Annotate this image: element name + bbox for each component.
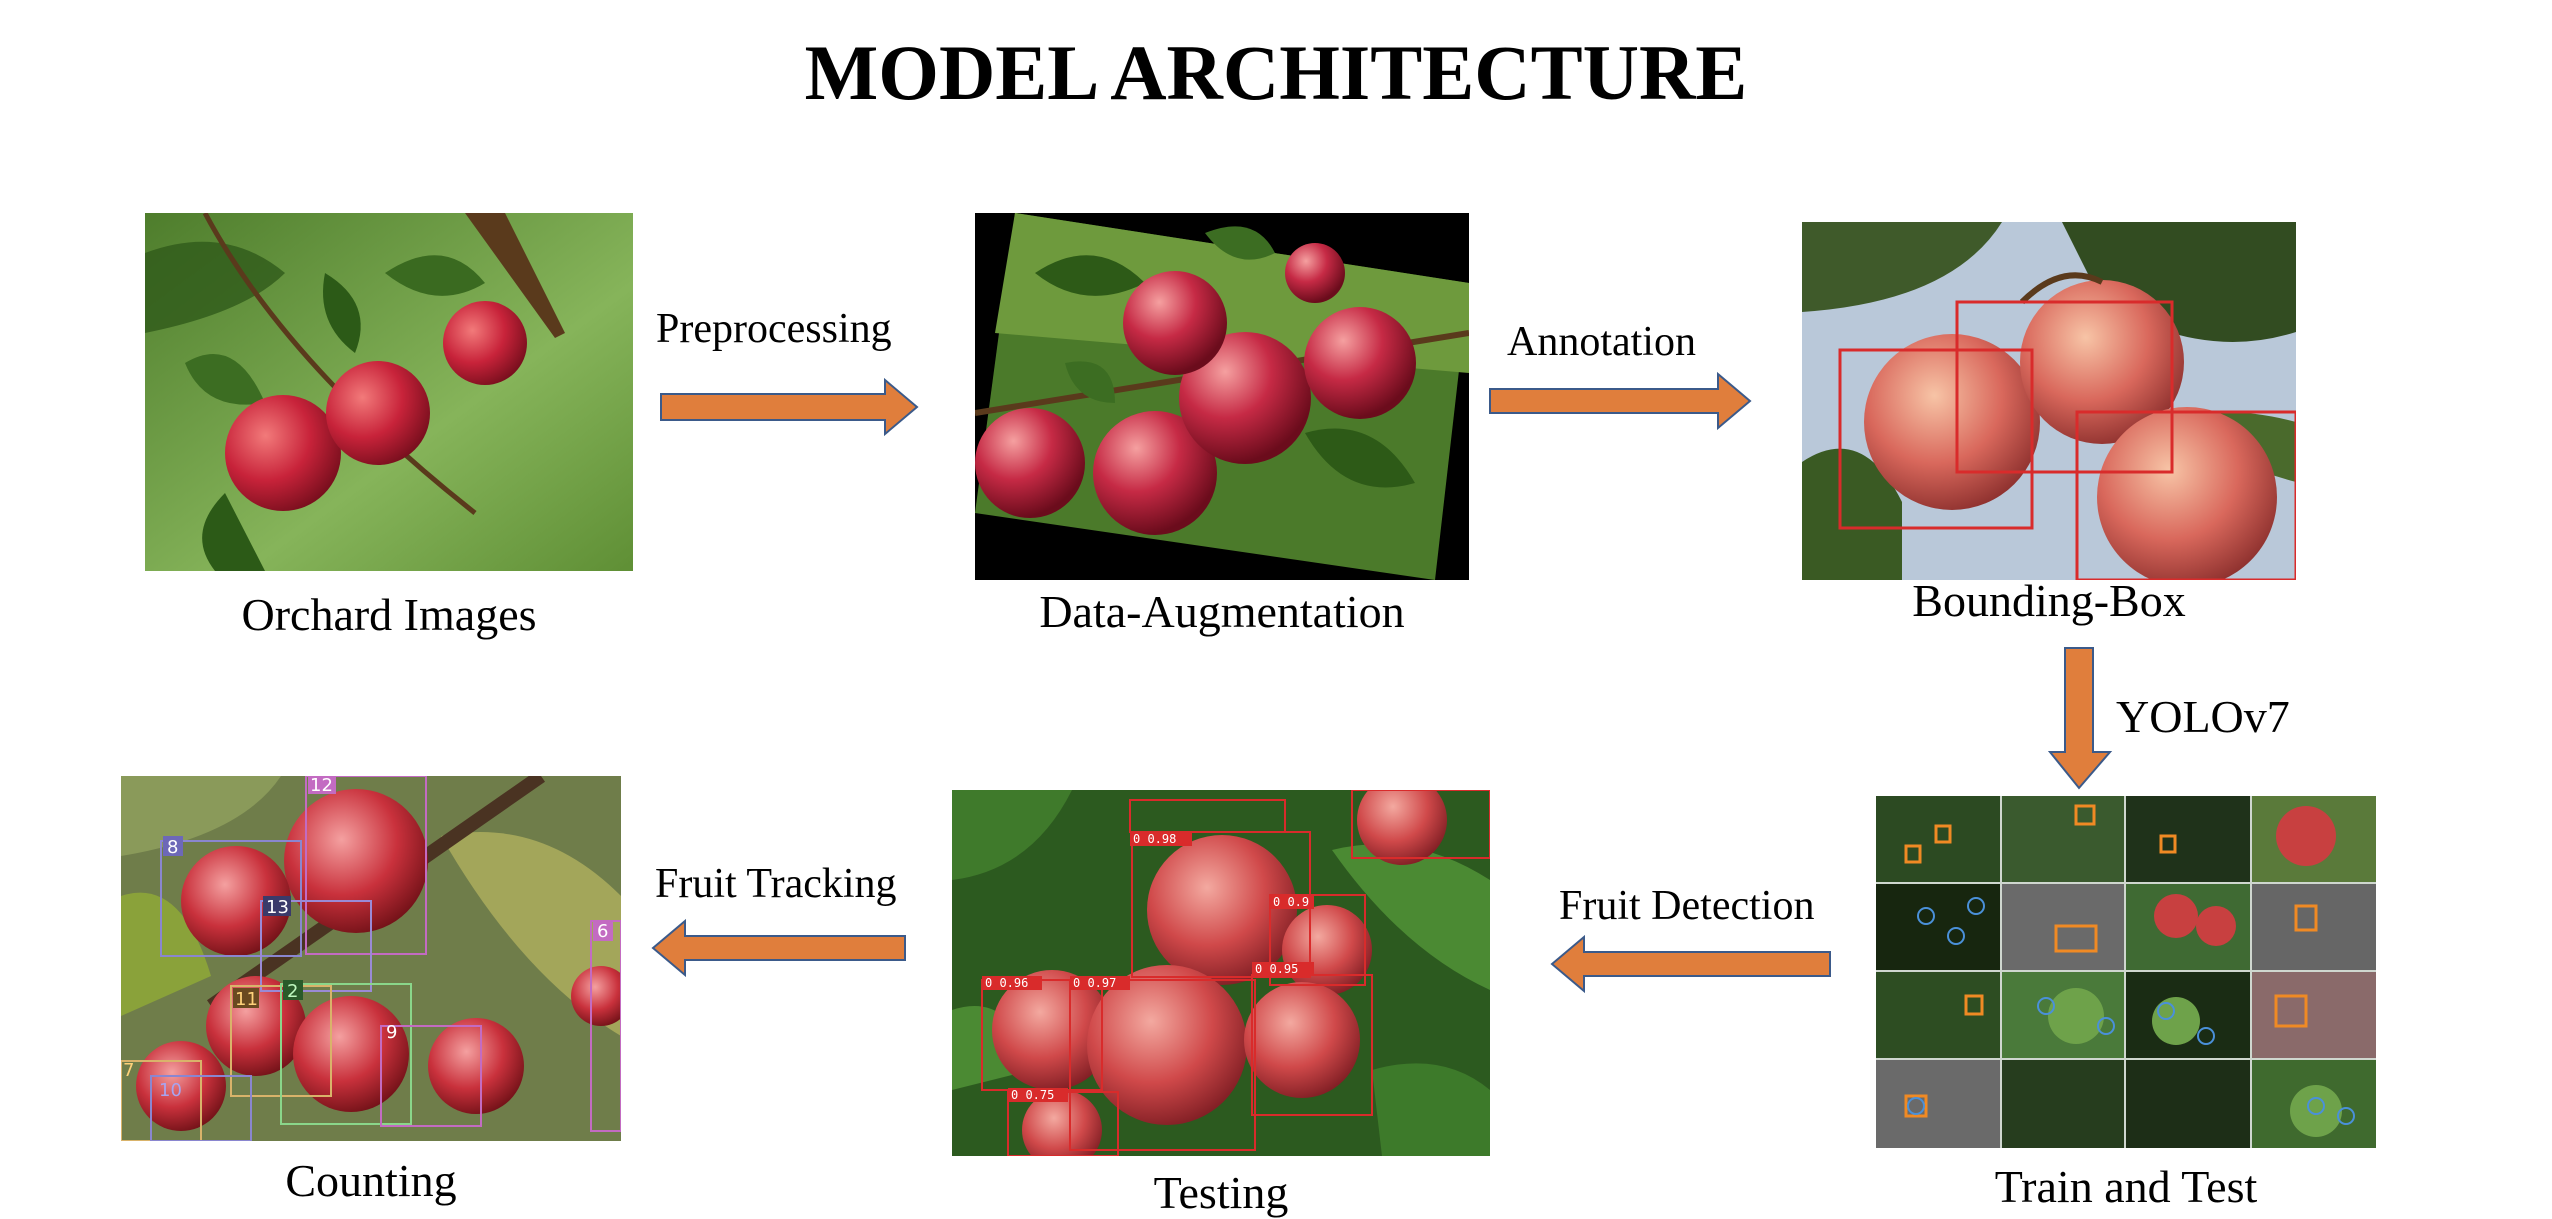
train-caption: Train and Test [1994,1161,2258,1212]
yolo-label: YOLOv7 [2116,691,2290,742]
testing-caption: Testing [1153,1167,1289,1218]
track-id-label: 10 [159,1080,182,1101]
annotation-label: Annotation [1507,319,1696,365]
fruit-detection-arrow [1550,934,1832,994]
score-label: 0 0.9 [1273,895,1309,909]
orchard-caption: Orchard Images [241,589,537,640]
preprocessing-label: Preprocessing [656,306,892,352]
annotation-arrow [1489,371,1752,431]
preprocessing-arrow [660,377,919,437]
track-id-label: 7 [123,1060,134,1081]
fruit-tracking-arrow [651,918,907,978]
bbox-image [1802,222,2296,580]
train-grid-image [1876,796,2376,1148]
track-id-label: 8 [167,837,178,858]
fruit-detection-label: Fruit Detection [1559,883,1815,929]
score-label: 0 0.97 [1073,976,1116,990]
track-id-label: 9 [386,1022,397,1043]
score-label: 0 0.95 [1255,962,1298,976]
augmentation-caption: Data-Augmentation [1039,586,1405,637]
augmentation-image [975,213,1469,580]
track-id-label: 12 [310,776,333,796]
track-id-label: 13 [266,897,289,918]
counting-caption: Counting [285,1155,457,1206]
score-label: 0 0.96 [985,976,1028,990]
orchard-image [145,213,633,571]
track-id-label: 2 [287,981,298,1002]
track-id-label: 11 [235,989,258,1010]
testing-image: 0 0.98 0 0.9 0 0.96 0 0.97 0 0.95 0 0.75 [952,790,1490,1156]
score-label: 0 0.98 [1133,832,1176,846]
track-id-label: 6 [597,921,608,942]
diagram-title: MODEL ARCHITECTURE [804,29,1748,116]
counting-image: 12 8 13 11 2 9 7 10 6 [121,776,621,1141]
bbox-caption: Bounding-Box [1912,575,2186,626]
score-label: 0 0.75 [1011,1088,1054,1102]
yolo-arrow [2047,647,2113,790]
fruit-tracking-label: Fruit Tracking [655,861,897,907]
